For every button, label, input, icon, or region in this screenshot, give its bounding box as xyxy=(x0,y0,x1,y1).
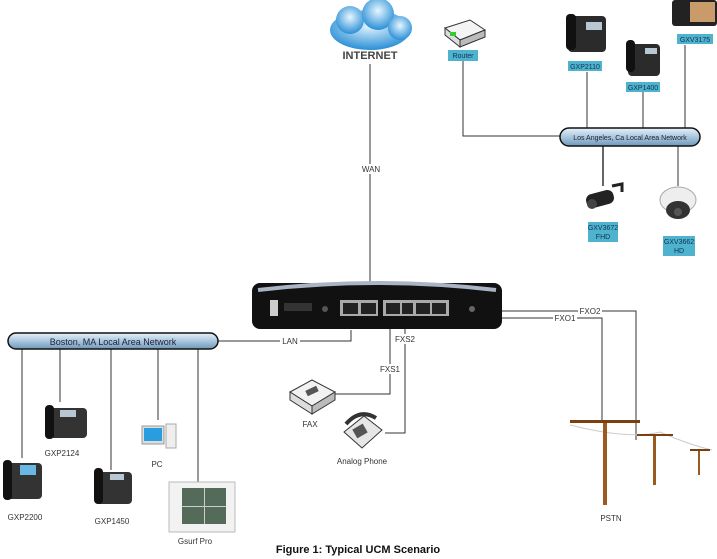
router-label: Router xyxy=(452,53,474,60)
gxp1400-label: GXP1400 xyxy=(628,85,658,92)
gxv3662-label-line2: HD xyxy=(674,248,684,255)
gxp2110-phone-icon xyxy=(566,14,606,52)
fxs1-label: FXS1 xyxy=(380,365,401,374)
gsurf-pro-label: Gsurf Pro xyxy=(178,537,213,546)
fxs2-label: FXS2 xyxy=(395,335,416,344)
pc-label: PC xyxy=(151,460,162,469)
pstn-label: PSTN xyxy=(600,514,622,523)
gxv3672-label-line1: GXV3672 xyxy=(588,225,618,232)
analog-phone-label: Analog Phone xyxy=(337,457,388,466)
router-icon xyxy=(443,19,487,49)
gxp2124-label: GXP2124 xyxy=(45,449,80,458)
gxp2124-phone-icon xyxy=(45,405,87,439)
gxp1400-phone-icon xyxy=(626,40,660,76)
gxv3662-dome-camera-icon xyxy=(659,186,697,219)
ucm-device-icon xyxy=(252,281,502,329)
la-network-pipe: Los Angeles, Ca Local Area Network xyxy=(559,127,701,147)
lan-label: LAN xyxy=(282,337,298,346)
fxo2-label: FXO2 xyxy=(580,307,601,316)
fax-icon xyxy=(289,379,337,415)
wan-label: WAN xyxy=(362,165,381,174)
boston-network-pipe: Boston, MA Local Area Network xyxy=(7,332,219,350)
router-la-link xyxy=(462,60,560,137)
fax-label: FAX xyxy=(302,420,318,429)
pc-icon xyxy=(141,423,177,449)
la-network-label: Los Angeles, Ca Local Area Network xyxy=(573,135,687,142)
gxp2200-phone-icon xyxy=(3,460,42,500)
internet-cloud-icon xyxy=(330,0,412,50)
gxp1450-phone-icon xyxy=(94,468,132,504)
figure-caption: Figure 1: Typical UCM Scenario xyxy=(276,544,441,556)
connections xyxy=(21,45,686,482)
boston-network-label: Boston, MA Local Area Network xyxy=(50,337,177,347)
gxv3175-label: GXV3175 xyxy=(680,37,710,44)
gsurf-pro-screenshot-icon xyxy=(168,481,236,533)
fxs1-link xyxy=(335,318,391,395)
fxo1-link xyxy=(502,317,603,420)
gxp2200-label: GXP2200 xyxy=(8,513,43,522)
gxv3175-videophone-icon xyxy=(672,0,717,26)
internet-label: INTERNET xyxy=(343,50,398,62)
analog-phone-icon xyxy=(343,412,383,449)
gxv3672-camera-icon xyxy=(586,182,624,209)
fxo2-link xyxy=(502,310,637,440)
gxv3662-label-line1: GXV3662 xyxy=(664,239,694,246)
fxo1-label: FXO1 xyxy=(555,314,576,323)
fxs2-link xyxy=(385,318,406,434)
pstn-utility-poles-icon xyxy=(569,420,713,505)
lan-link xyxy=(218,330,352,342)
gxv3672-label-line2: FHD xyxy=(596,234,610,241)
gxp1450-label: GXP1450 xyxy=(95,517,130,526)
gxp2110-label: GXP2110 xyxy=(570,64,600,71)
